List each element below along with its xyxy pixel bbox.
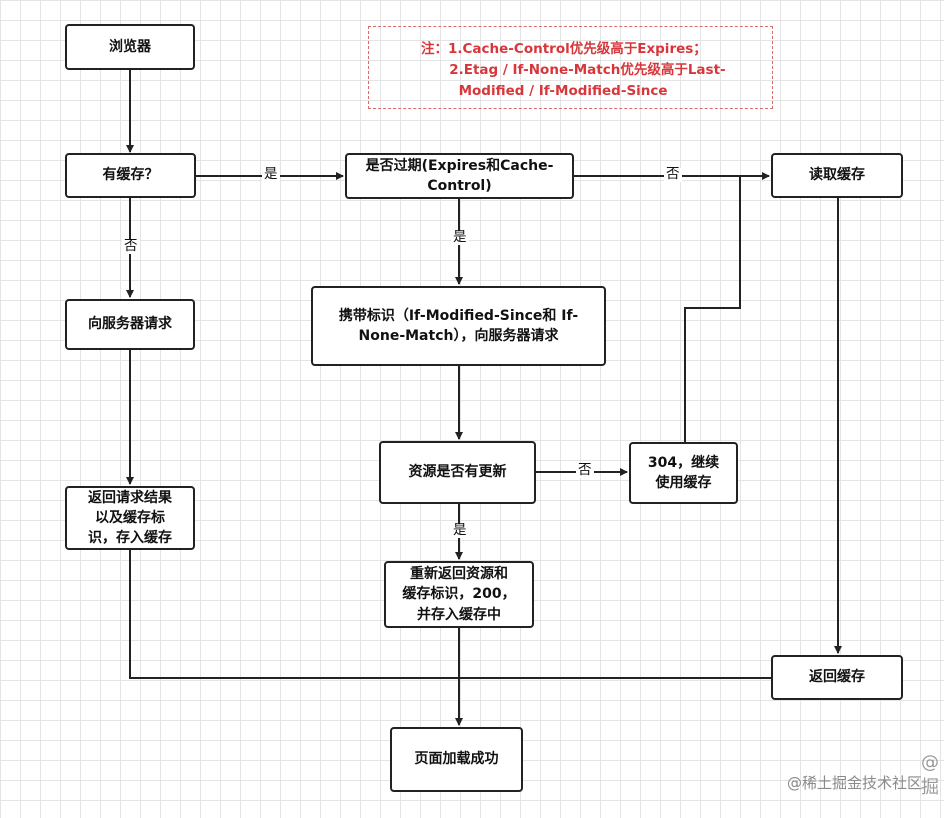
note-line-2: 2.Etag / If-None-Match优先级高于Last- [421,61,726,78]
note-line-3: Modified / If-Modified-Since [421,82,668,99]
node-return-new-resource: 重新返回资源和 缓存标识，200， 并存入缓存中 [384,561,534,628]
label-yes-expired: 是 [262,166,280,182]
node-return-cache: 返回缓存 [771,655,903,700]
node-page-loaded: 页面加载成功 [390,727,523,792]
precedence-note: 注：1.Cache-Control优先级高于Expires； 2.Etag / … [368,26,773,109]
edge-result-to-pageloaded [129,550,459,679]
label-yes-carry: 是 [451,229,469,245]
node-resource-updated: 资源是否有更新 [379,441,536,504]
edge-304-to-readcache [684,176,741,442]
node-carry-identifier: 携带标识（If-Modified-Since和 If- None-Match），… [311,286,606,366]
node-request-server: 向服务器请求 [65,299,195,350]
label-yes-new: 是 [451,522,469,538]
node-has-cache: 有缓存？ [65,153,196,198]
note-line-1: 注：1.Cache-Control优先级高于Expires； [421,41,707,57]
label-no-304: 否 [576,462,594,478]
node-browser: 浏览器 [65,24,195,70]
node-expired-check: 是否过期(Expires和Cache- Control) [345,153,574,199]
node-304: 304，继续 使用缓存 [629,442,738,504]
watermark: @稀土掘金技术社区 [786,774,922,792]
label-no-read-cache: 否 [664,166,682,182]
watermark-fragment: @掘 [921,752,939,798]
node-read-cache: 读取缓存 [771,153,903,198]
node-return-result: 返回请求结果 以及缓存标 识，存入缓存 [65,486,195,550]
label-no-request: 否 [122,238,140,254]
